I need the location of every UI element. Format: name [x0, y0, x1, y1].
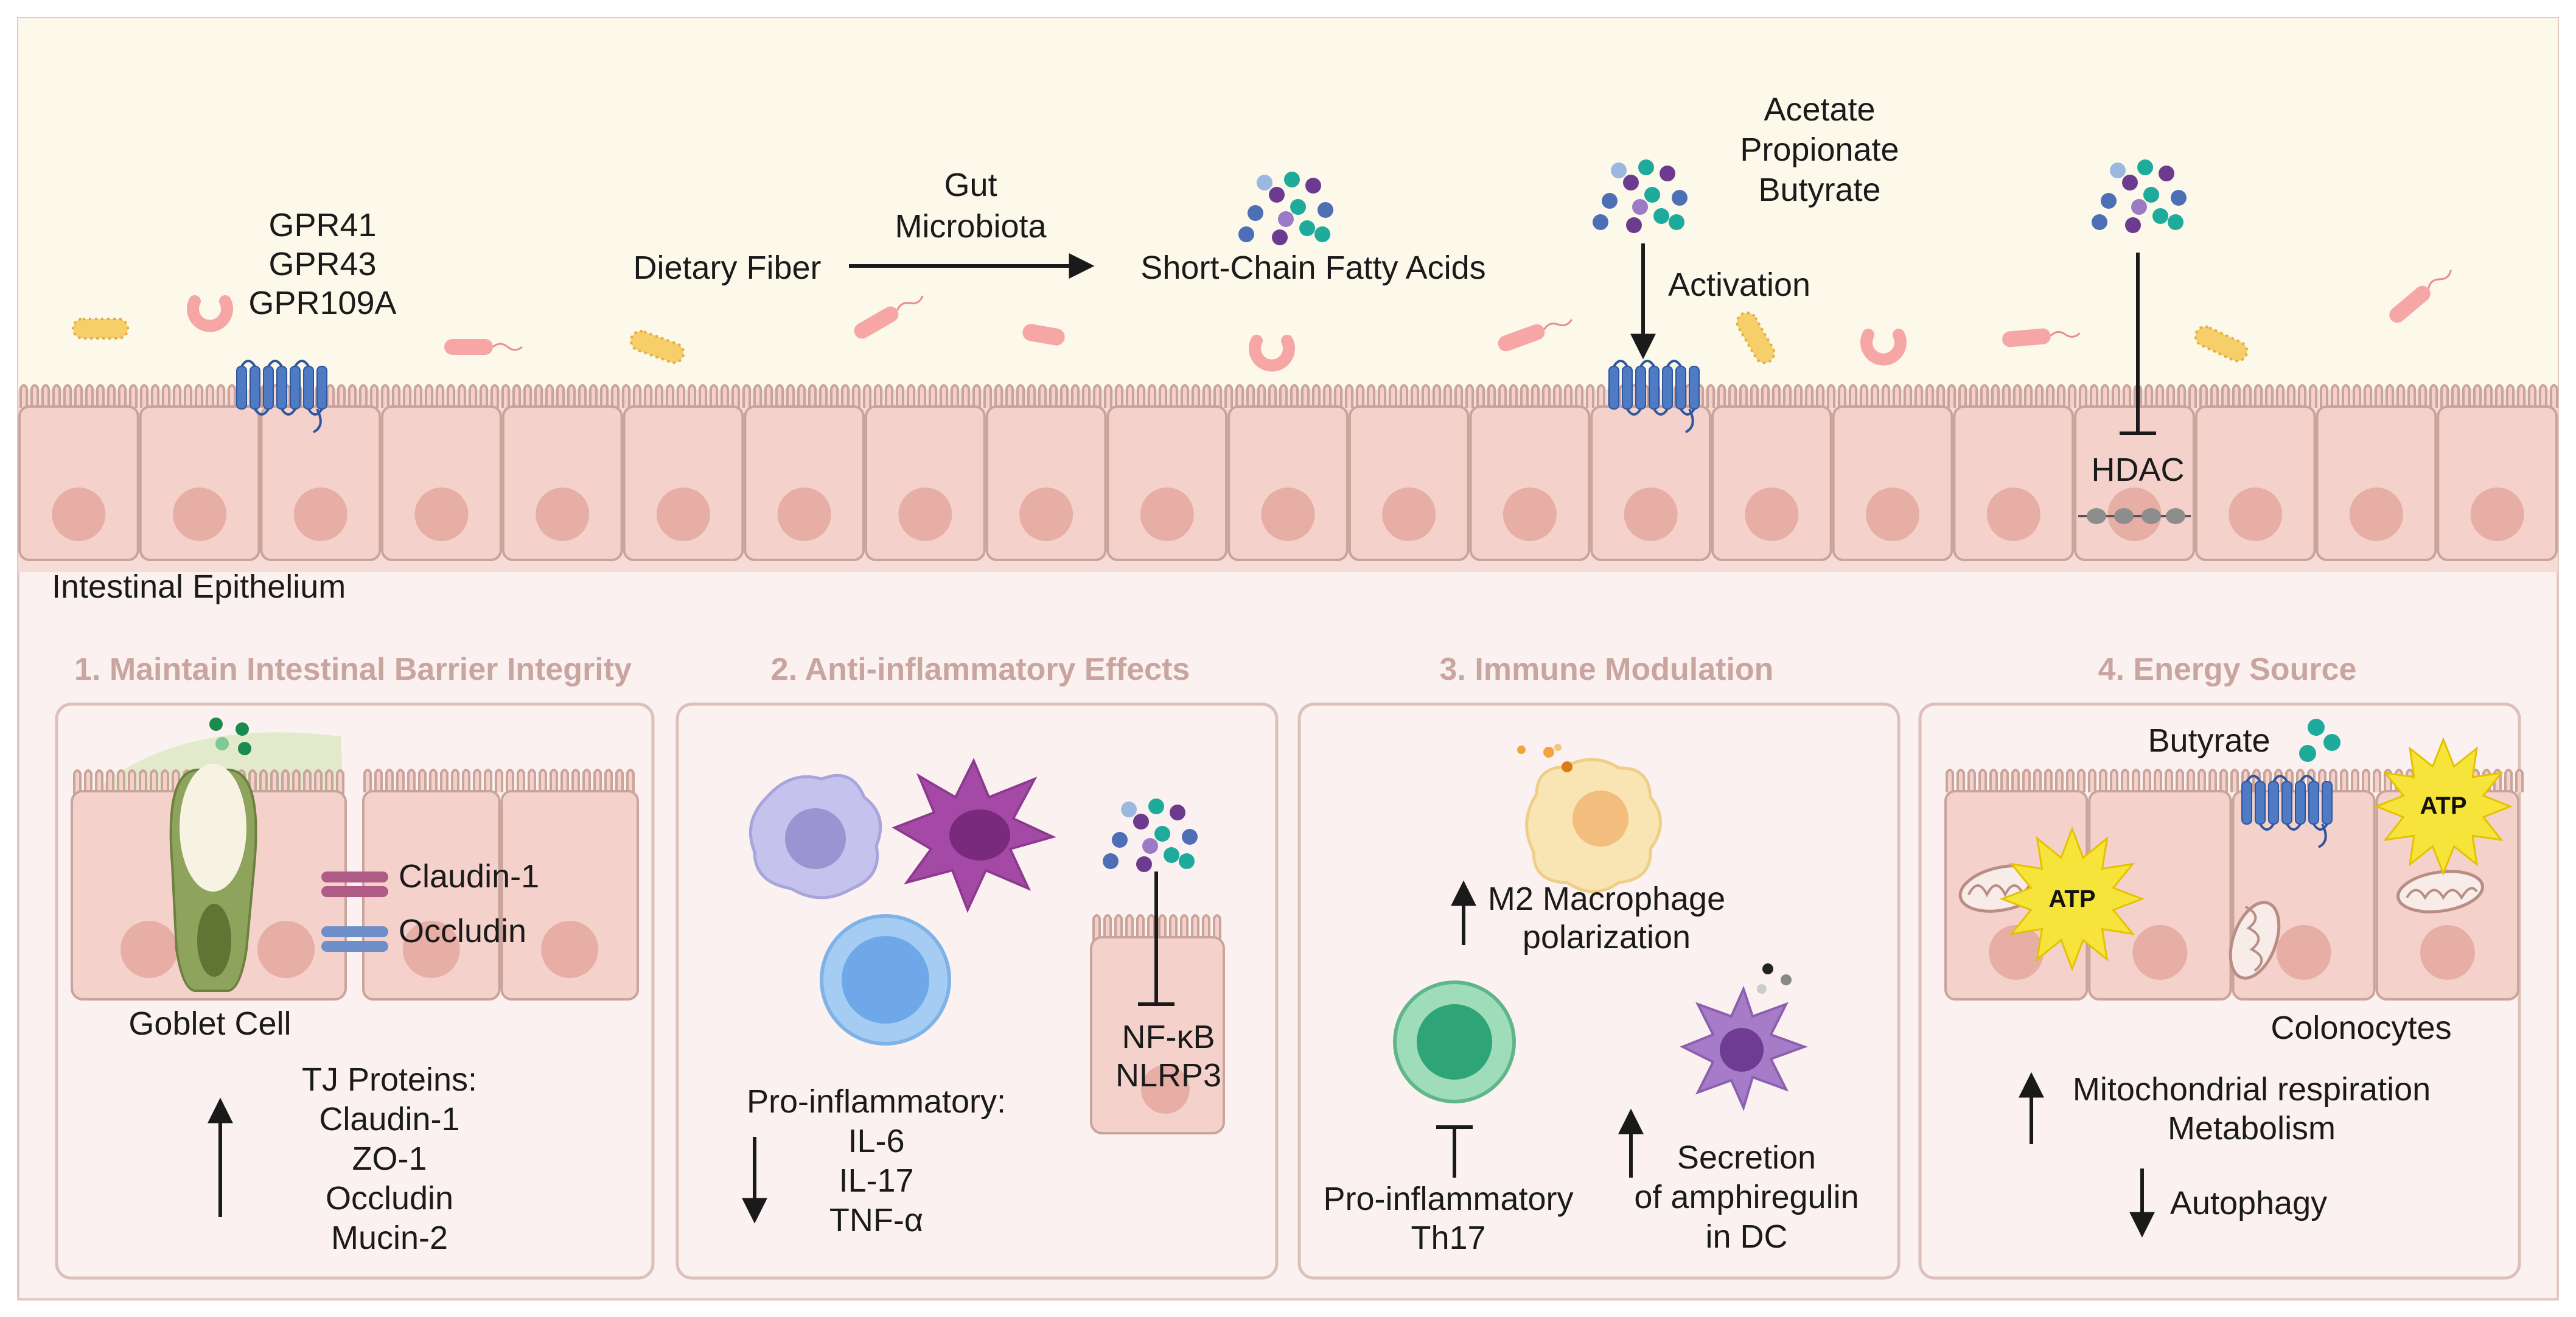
th17-nucleus: [1417, 1004, 1492, 1080]
mitochondrion-icon: [2229, 901, 2281, 980]
gpr109a-label: GPR109A: [248, 285, 396, 321]
atp-burst-icon: ATP: [1999, 826, 2145, 972]
tj-line-3: Occludin: [326, 1180, 453, 1217]
dendritic-nucleus: [949, 809, 1010, 861]
butyrate-panel-label: Butyrate: [2148, 722, 2270, 759]
scfa-label: Short-Chain Fatty Acids: [1140, 250, 1485, 286]
gpr-receptor-left: [236, 360, 327, 433]
goblet-granules: [180, 764, 246, 892]
secretion-line-2: in DC: [1705, 1218, 1787, 1255]
panel-1-title: 1. Maintain Intestinal Barrier Integrity: [74, 652, 632, 687]
scfa-cluster-activation: [1593, 159, 1688, 233]
mitochondrion-icon: [2396, 870, 2484, 914]
goblet-nucleus: [197, 904, 231, 977]
tj-line-4: Mucin-2: [331, 1220, 448, 1256]
m2-line-1: polarization: [1523, 919, 1691, 955]
mito-line-0: Mitochondrial respiration: [2073, 1071, 2431, 1108]
pro-line-2: IL-17: [839, 1162, 913, 1199]
tj-line-2: ZO-1: [352, 1141, 427, 1177]
tj-line-0: TJ Proteins:: [302, 1061, 477, 1098]
panel-3-illustration: M2 Macrophage polarization Pro-inflammat…: [1323, 744, 1859, 1256]
dc-nucleus: [1720, 1028, 1764, 1072]
pro-line-3: TNF-α: [829, 1202, 923, 1238]
microbiota-label: Microbiota: [895, 208, 1047, 245]
m2-line-0: M2 Macrophage: [1488, 881, 1725, 917]
atp-label-2: ATP: [2420, 792, 2466, 819]
claudin-1-label: Claudin-1: [399, 858, 539, 895]
chromatin-icon: [2078, 508, 2191, 524]
panel-1-illustration: Claudin-1 Occludin Goblet Cell TJ Protei…: [71, 718, 639, 1256]
nlrp3-label: NLRP3: [1115, 1057, 1221, 1094]
claudin-1-icon: [321, 872, 388, 897]
activation-label: Activation: [1668, 267, 1810, 303]
acetate-label: Acetate: [1764, 91, 1875, 128]
hdac-label: HDAC: [2091, 452, 2184, 488]
autophagy-label: Autophagy: [2170, 1185, 2327, 1221]
th17-line-1: Th17: [1411, 1220, 1485, 1256]
gpr-receptor-activation: [1608, 360, 1700, 433]
atp-burst-icon: ATP: [2373, 736, 2513, 876]
occludin-label: Occludin: [399, 913, 526, 949]
intestinal-epithelium-label: Intestinal Epithelium: [52, 568, 346, 605]
panel-2-epithelial-cell: [1090, 914, 1225, 1134]
pro-line-0: Pro-inflammatory:: [747, 1083, 1006, 1120]
bacteria-layer: [72, 270, 2452, 372]
intestinal-epithelium: [18, 384, 2558, 572]
atp-label-1: ATP: [2048, 886, 2095, 912]
scfa-cluster-main: [1238, 172, 1333, 245]
nfkb-label: NF-κB: [1122, 1019, 1215, 1055]
propionate-label: Propionate: [1740, 131, 1899, 168]
mito-line-1: Metabolism: [2168, 1110, 2336, 1147]
gpr41-label: GPR41: [268, 207, 376, 243]
panel-4-illustration: Butyrate ATP ATP Colonocytes Mitochondri…: [1944, 719, 2524, 1238]
dietary-fiber-label: Dietary Fiber: [633, 250, 821, 286]
scfa-cluster-panel2: [1103, 798, 1198, 872]
gut-label: Gut: [944, 167, 997, 203]
macrophage-nucleus: [785, 808, 846, 869]
panel-4-title: 4. Energy Source: [2098, 652, 2357, 687]
secretion-line-1: of amphiregulin: [1634, 1179, 1859, 1215]
m2-macrophage-nucleus: [1572, 791, 1628, 847]
secretion-line-0: Secretion: [1677, 1139, 1816, 1176]
scfa-cluster-hdac: [2092, 159, 2187, 233]
panel-3-title: 3. Immune Modulation: [1440, 652, 1774, 687]
pro-line-1: IL-6: [848, 1123, 904, 1159]
lymphocyte-nucleus: [842, 936, 929, 1024]
panel-3-box: [1297, 702, 1901, 1280]
panel-2-title: 2. Anti-inflammatory Effects: [771, 652, 1190, 687]
butyrate-label: Butyrate: [1758, 172, 1880, 208]
tj-line-1: Claudin-1: [319, 1101, 459, 1137]
goblet-cell-label: Goblet Cell: [128, 1005, 291, 1042]
butyrate-receptor: [2241, 775, 2333, 848]
colonocytes-label: Colonocytes: [2271, 1010, 2451, 1046]
panel-2-illustration: NF-κB NLRP3 Pro-inflammatory: IL-6 IL-17…: [742, 758, 1225, 1238]
th17-line-0: Pro-inflammatory: [1323, 1181, 1573, 1217]
occludin-icon: [321, 926, 388, 952]
gpr43-label: GPR43: [268, 246, 376, 282]
